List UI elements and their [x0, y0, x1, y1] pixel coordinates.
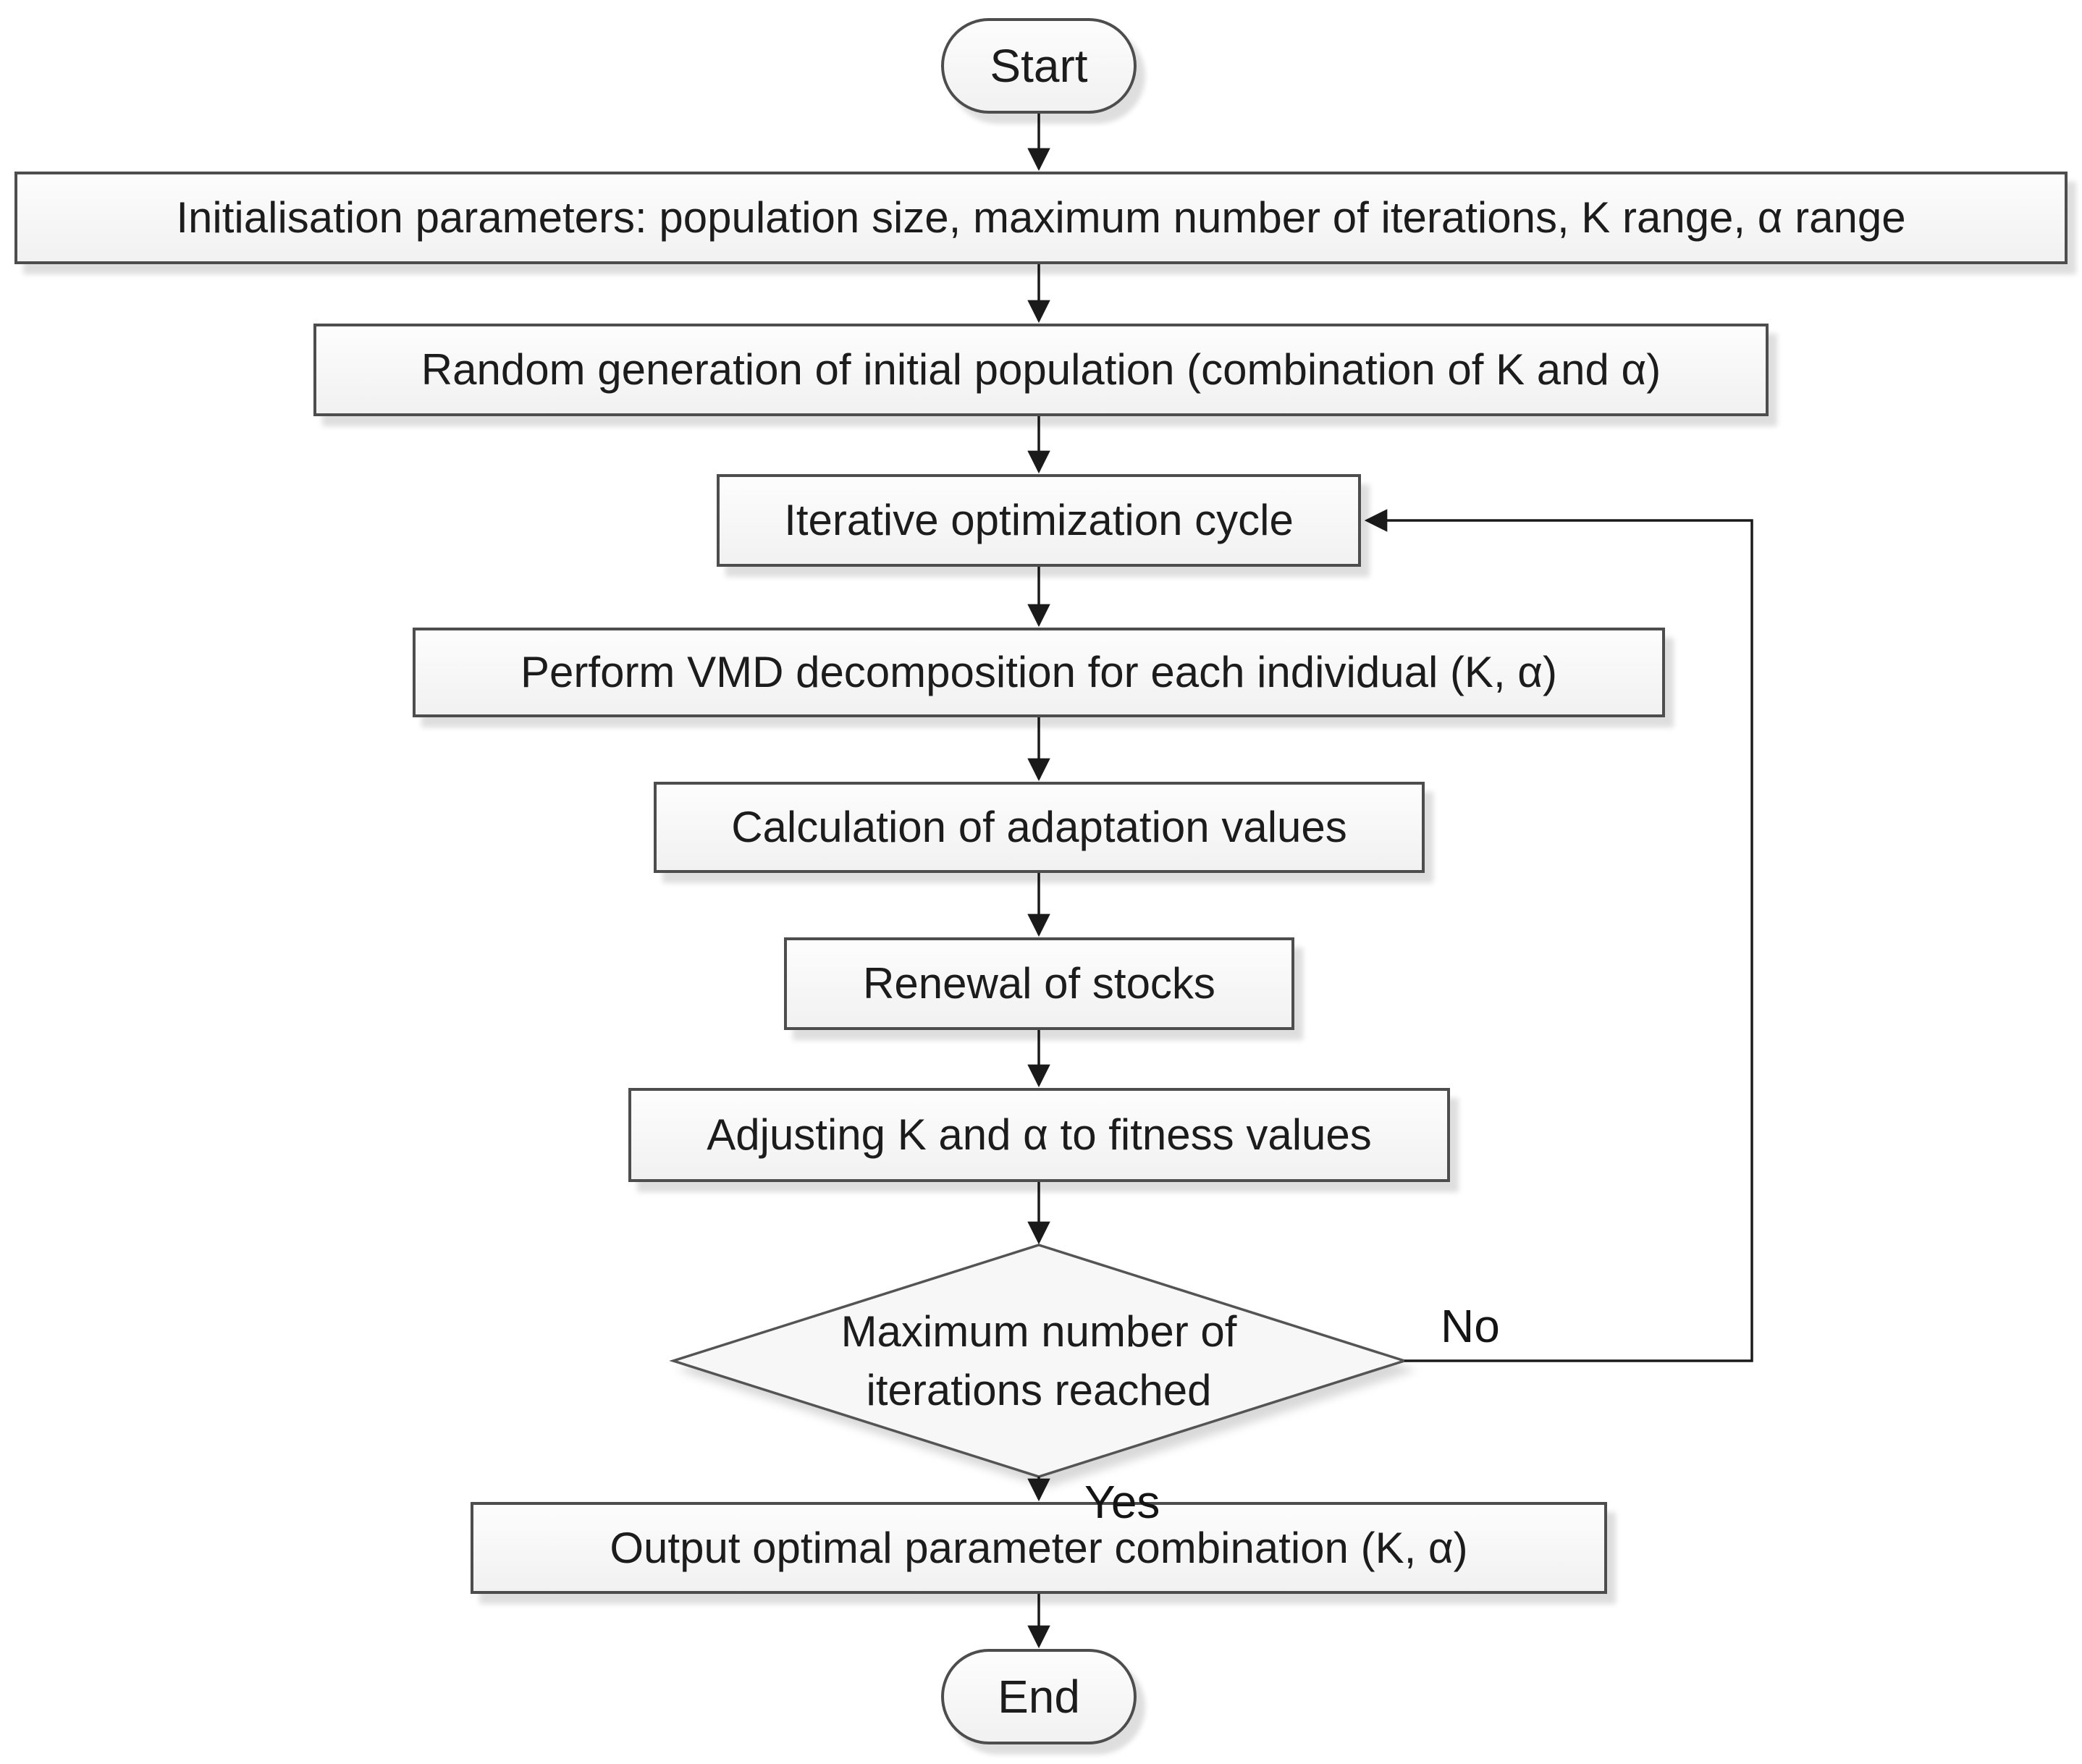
process-calculation-adaptation-values-label: Calculation of adaptation values — [731, 803, 1347, 851]
decision-max-iterations-text: Maximum number of iterations reached — [840, 1307, 1237, 1414]
terminator-end-label: End — [998, 1670, 1080, 1723]
process-vmd-decomposition-label: Perform VMD decomposition for each indiv… — [520, 648, 1557, 696]
process-output-optimal-combination: Output optimal parameter combination (K,… — [471, 1502, 1607, 1594]
process-adjusting-k-alpha: Adjusting K and α to fitness values — [628, 1088, 1450, 1182]
process-output-optimal-combination-label: Output optimal parameter combination (K,… — [610, 1523, 1468, 1572]
process-renewal-of-stocks-label: Renewal of stocks — [863, 959, 1215, 1008]
label-yes: Yes — [1084, 1476, 1160, 1528]
process-adjusting-k-alpha-label: Adjusting K and α to fitness values — [707, 1110, 1372, 1159]
terminator-start-label: Start — [990, 39, 1088, 92]
process-iterative-optimization-cycle-label: Iterative optimization cycle — [784, 496, 1294, 544]
process-random-generation-label: Random generation of initial population … — [421, 345, 1661, 394]
process-initialisation-parameters: Initialisation parameters: population si… — [14, 172, 2068, 264]
terminator-start: Start — [941, 18, 1137, 114]
edge-decision-no-loop — [1364, 509, 1753, 1362]
process-initialisation-parameters-label: Initialisation parameters: population si… — [176, 193, 1906, 242]
terminator-end: End — [941, 1649, 1137, 1744]
process-vmd-decomposition: Perform VMD decomposition for each indiv… — [413, 628, 1665, 717]
decision-max-iterations-label: Maximum number of iterations reached — [793, 1249, 1285, 1473]
process-renewal-of-stocks: Renewal of stocks — [784, 937, 1294, 1030]
label-no: No — [1441, 1300, 1500, 1352]
process-iterative-optimization-cycle: Iterative optimization cycle — [717, 474, 1361, 567]
process-calculation-adaptation-values: Calculation of adaptation values — [654, 782, 1425, 873]
process-random-generation: Random generation of initial population … — [313, 324, 1769, 416]
